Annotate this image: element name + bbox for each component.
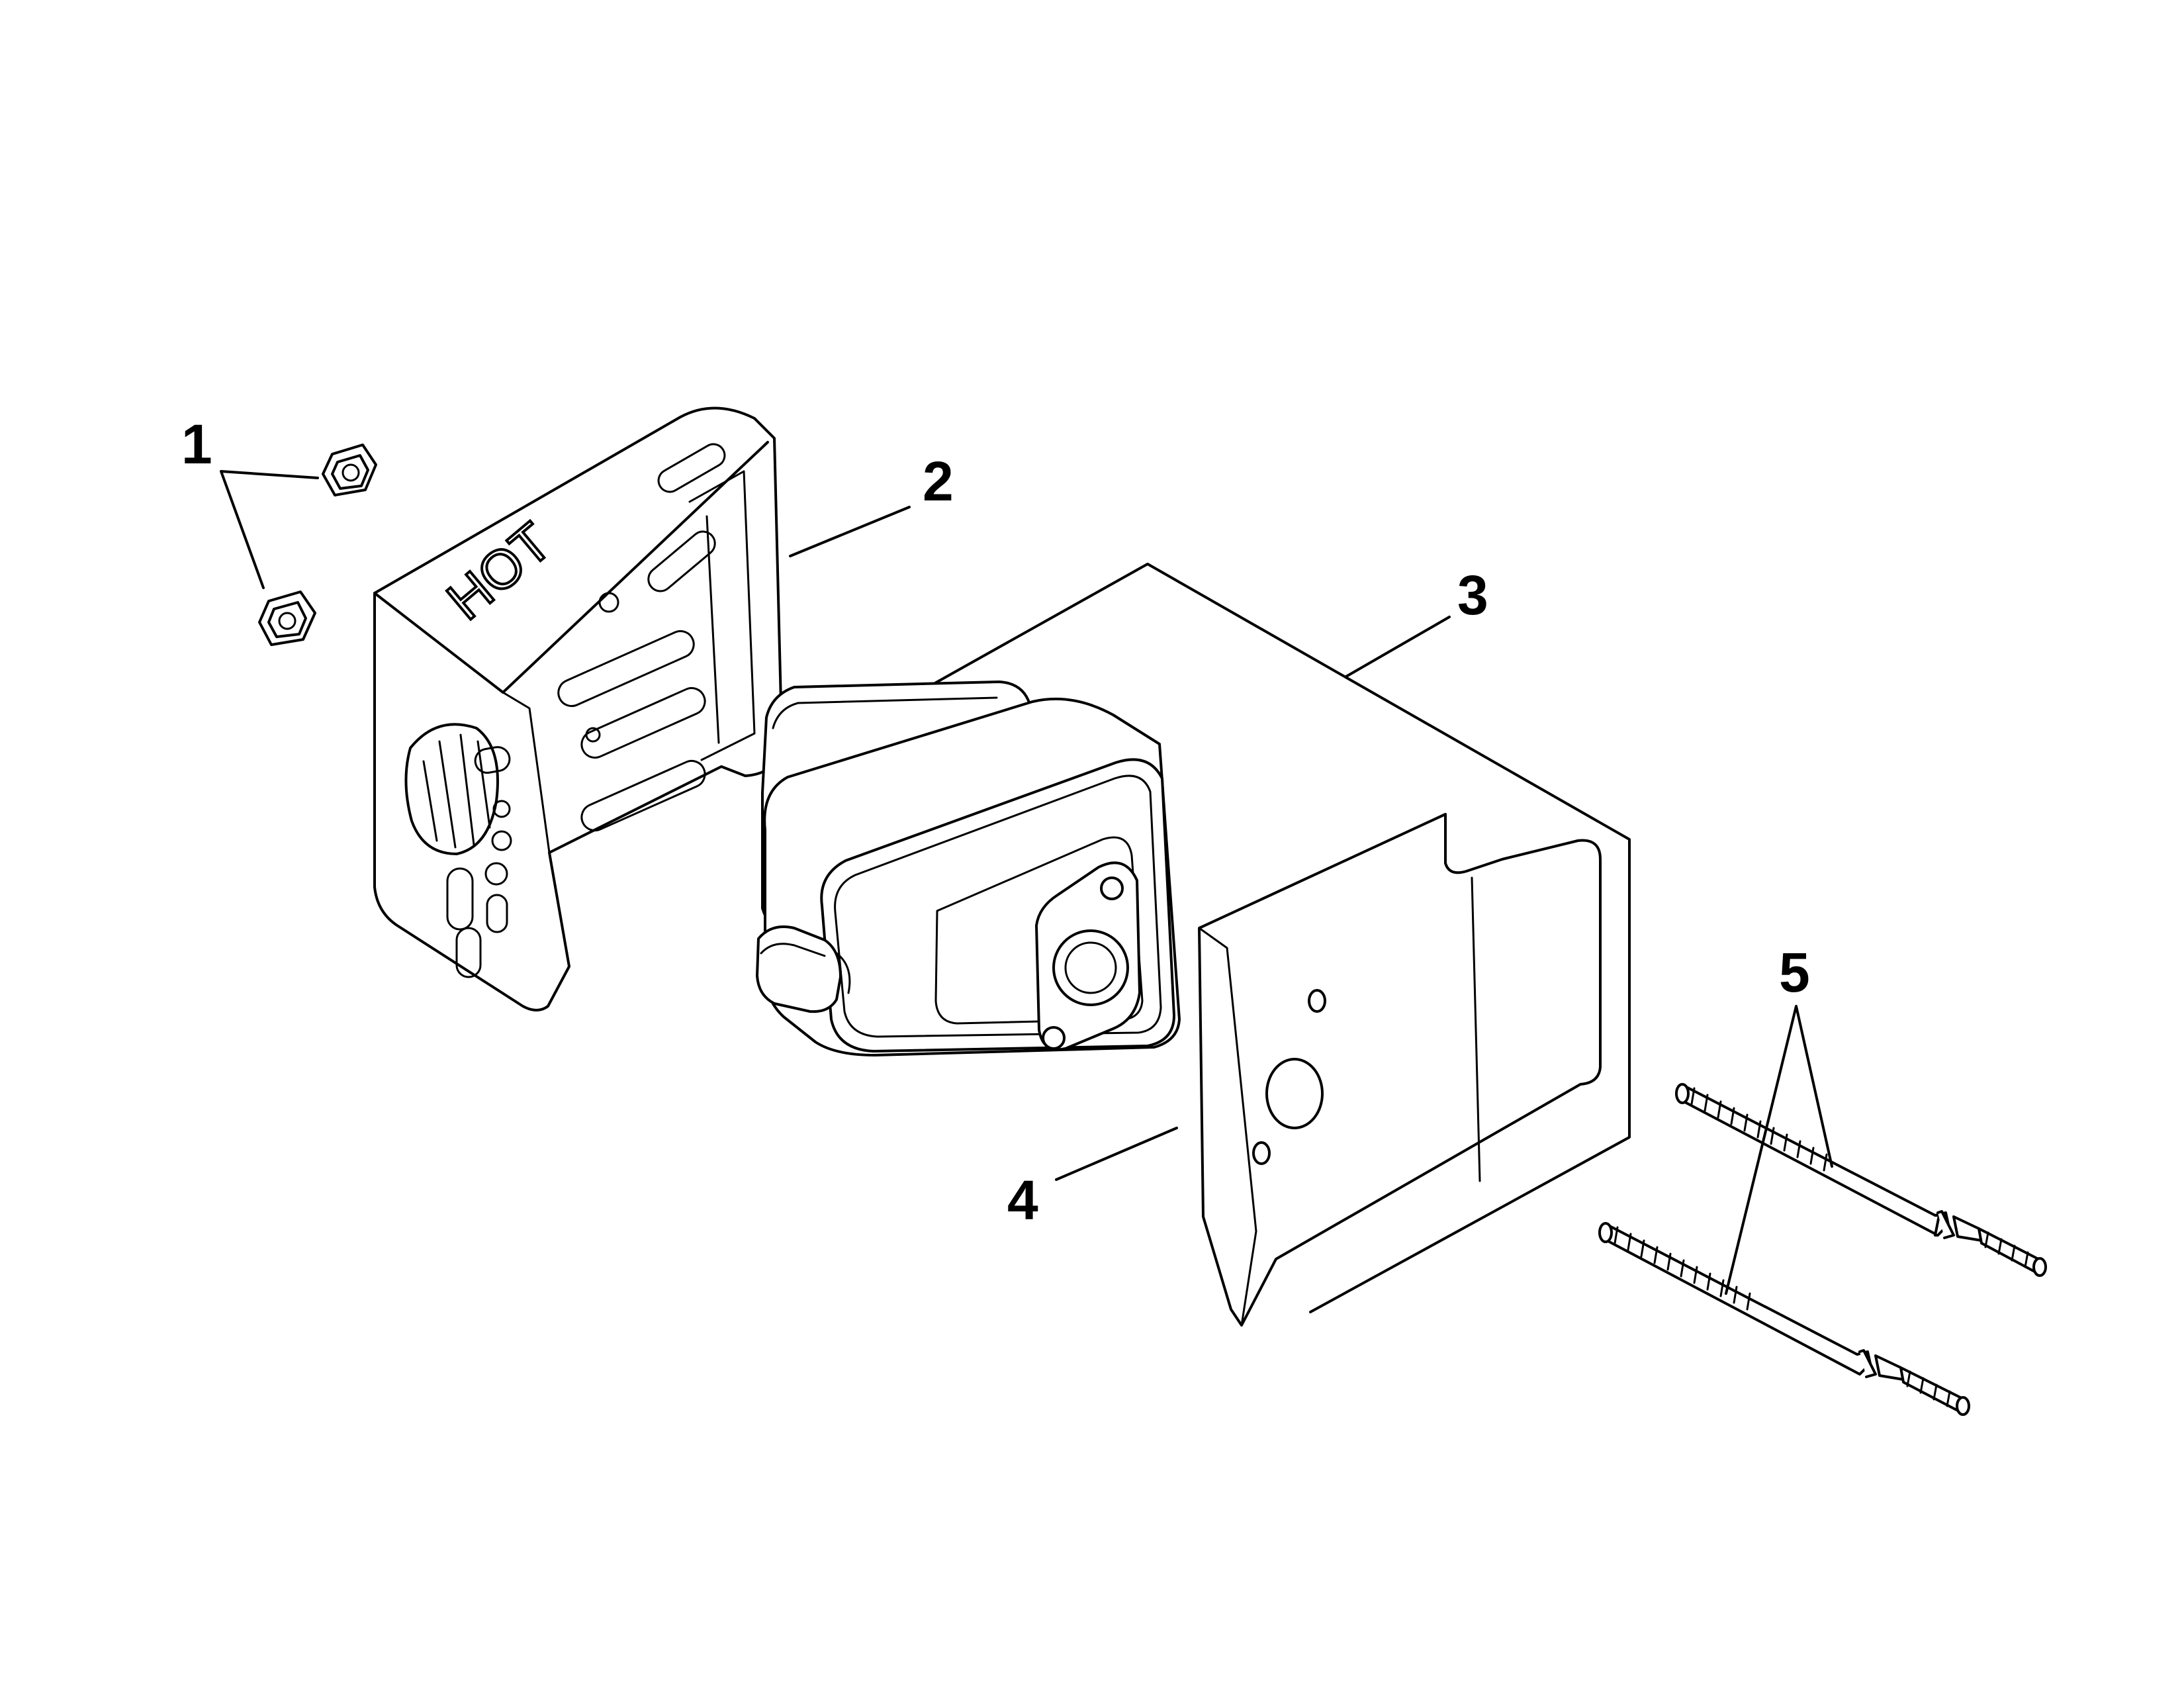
callout-label-1: 1 xyxy=(181,413,212,475)
heat-shield: HOT xyxy=(373,406,784,1011)
leader-1 xyxy=(220,470,319,589)
leader-4 xyxy=(1055,1127,1178,1181)
flange-nut-upper xyxy=(322,444,377,496)
callout-label-4: 4 xyxy=(1007,1169,1038,1231)
muffler-body xyxy=(756,680,1181,1056)
leader-2 xyxy=(789,506,911,557)
callout-label-3: 3 xyxy=(1457,564,1488,626)
leader-3 xyxy=(1345,616,1451,678)
stud-upper xyxy=(1675,1083,2047,1277)
assembly-bracket-3 xyxy=(827,563,1631,1313)
callout-label-5: 5 xyxy=(1779,941,1810,1004)
gasket xyxy=(1198,813,1602,1327)
leader-5 xyxy=(1725,1005,1833,1295)
callout-label-2: 2 xyxy=(923,450,954,512)
stud-lower xyxy=(1598,1222,1970,1416)
flange-nut-lower xyxy=(258,590,316,646)
